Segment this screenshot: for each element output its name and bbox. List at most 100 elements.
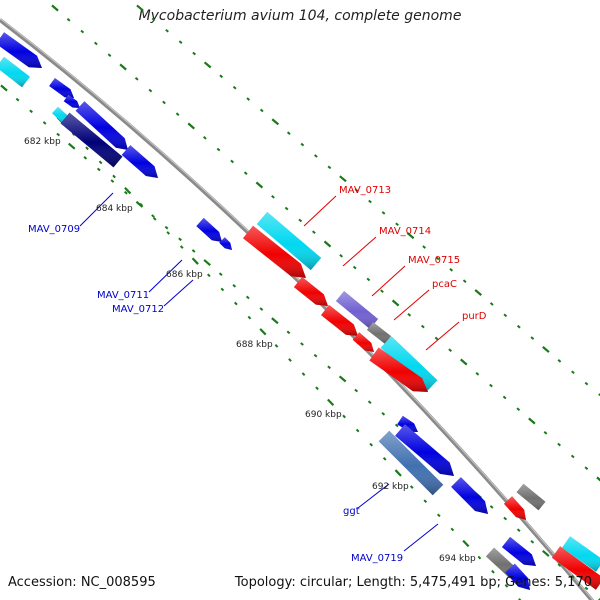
gene-label-pcac[interactable]: pcaC: [432, 279, 457, 290]
gene-label-ggt[interactable]: ggt: [343, 506, 360, 517]
tick-mark: [151, 17, 156, 22]
gene-arrow-shading: [0, 32, 42, 68]
tick-mark: [327, 398, 335, 407]
tick-mark: [151, 214, 155, 218]
tick-mark: [220, 287, 225, 292]
tick-mark: [571, 370, 575, 375]
gene-label-mav-0719[interactable]: MAV_0719: [351, 553, 403, 564]
gene-arrow-shading: [63, 94, 80, 108]
gene-arrow-shading: [256, 211, 322, 271]
tick-mark: [327, 365, 331, 370]
tick-mark: [518, 598, 522, 600]
tick-mark: [342, 414, 346, 419]
gene-label-mav-0715[interactable]: MAV_0715: [408, 255, 460, 266]
tick-mark: [271, 194, 275, 199]
tick-mark: [557, 442, 561, 447]
tick-mark: [162, 100, 166, 105]
tick-mark: [148, 88, 153, 93]
tick-mark: [327, 165, 332, 170]
tick-mark: [243, 171, 248, 176]
gene-arrow-shading: [501, 536, 536, 566]
tick-mark: [110, 179, 115, 183]
tick-mark: [422, 245, 426, 249]
tick-mark: [448, 348, 452, 353]
tick-mark: [395, 222, 399, 227]
tick-mark: [192, 51, 196, 56]
tick-mark: [66, 17, 71, 22]
gene-label-mav-0709[interactable]: MAV_0709: [28, 224, 80, 235]
tick-mark: [352, 265, 357, 270]
tick-mark: [179, 245, 184, 249]
gene-arrow-shading: [196, 217, 222, 242]
tick-mark: [571, 574, 575, 579]
tick-mark: [557, 563, 562, 567]
tick-mark: [394, 469, 402, 477]
gene-arrow-shading: [75, 101, 128, 150]
leader-line: [357, 483, 390, 509]
tick-mark: [15, 97, 20, 102]
tick-mark: [85, 146, 89, 151]
tick-mark: [107, 53, 112, 58]
gene-label-mav-0711[interactable]: MAV_0711: [97, 290, 149, 301]
gene-label-mav-0712[interactable]: MAV_0712: [112, 304, 164, 315]
tick-mark: [203, 259, 211, 266]
tick-mark: [191, 249, 196, 253]
tick-mark: [477, 555, 482, 560]
tick-mark: [313, 353, 318, 358]
tick-mark: [489, 383, 493, 388]
gene-arrow-shading: [369, 347, 428, 392]
tick-mark: [354, 188, 359, 192]
kbp-label-692: 692 kbp: [372, 482, 409, 492]
accession-text: Accession: NC_008595: [8, 575, 156, 590]
tick-mark: [369, 442, 374, 447]
tick-mark: [312, 230, 316, 235]
kbp-label-694: 694 kbp: [439, 554, 476, 564]
genome-backbone-highlight: [0, 18, 594, 600]
tick-mark: [491, 569, 495, 574]
tick-mark: [230, 159, 234, 164]
tick-mark: [584, 586, 589, 591]
leader-line: [371, 265, 406, 297]
tick-mark: [474, 289, 483, 296]
tick-mark: [542, 346, 550, 353]
tick-mark: [218, 272, 223, 276]
tick-mark: [516, 528, 521, 532]
tick-mark: [462, 539, 470, 548]
tick-mark: [315, 386, 319, 391]
tick-mark: [516, 407, 521, 412]
tick-mark: [286, 131, 291, 136]
tick-mark: [271, 317, 279, 325]
tick-mark: [596, 476, 600, 482]
gene-arrow-shading: [562, 536, 600, 572]
tick-mark: [300, 342, 304, 346]
tick-mark: [124, 190, 128, 195]
tick-mark: [136, 4, 144, 12]
tick-mark: [450, 527, 455, 532]
tick-mark: [134, 76, 139, 81]
tick-mark: [124, 186, 132, 195]
leader-line: [303, 195, 337, 227]
tick-mark: [246, 97, 251, 101]
tick-mark: [435, 256, 440, 261]
tick-mark: [462, 279, 467, 283]
gene-arrow-shading: [121, 145, 158, 178]
kbp-label-686: 686 kbp: [166, 270, 203, 280]
tick-mark: [83, 156, 88, 160]
tick-mark: [234, 301, 238, 306]
gene-label-purd[interactable]: purD: [462, 311, 487, 322]
tick-mark: [259, 108, 264, 113]
tick-mark: [232, 85, 237, 90]
tick-mark: [112, 174, 116, 179]
tick-mark: [96, 167, 101, 172]
gene-label-mav-0714[interactable]: MAV_0714: [379, 226, 431, 237]
tick-mark: [503, 313, 508, 318]
gene-label-mav-0713[interactable]: MAV_0713: [339, 185, 391, 196]
tick-mark: [203, 61, 212, 69]
tick-mark: [284, 206, 289, 211]
tick-mark: [216, 147, 221, 152]
tick-mark: [164, 225, 169, 230]
label-leaders: [79, 192, 460, 552]
tick-mark: [42, 121, 47, 125]
gene-arrow-shading: [335, 291, 379, 329]
